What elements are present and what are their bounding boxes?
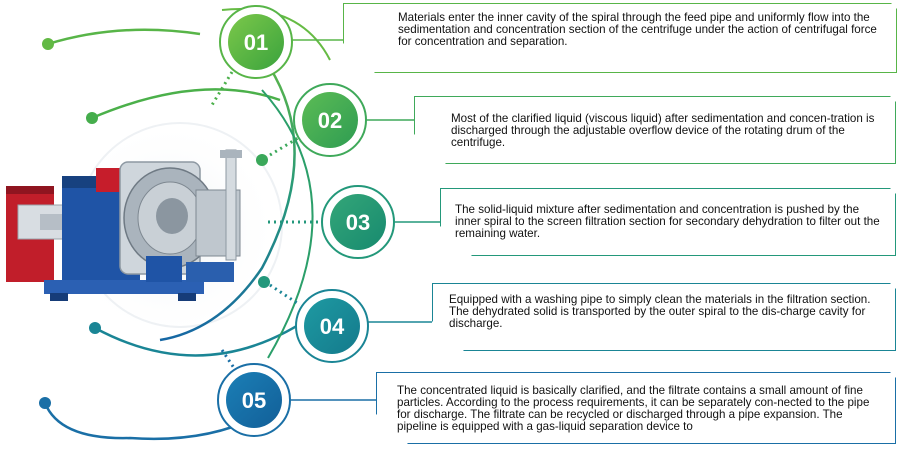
endpoint-dot-1 [42, 38, 54, 50]
centrifuge-machine-icon [6, 149, 242, 301]
step-circle-5: 05 [217, 363, 291, 437]
dotted-link-4 [269, 283, 301, 307]
step-circle-4: 04 [295, 289, 369, 363]
connector-arc-outer [261, 89, 314, 359]
connector-arc-1 [47, 28, 201, 46]
step-number-4: 04 [320, 314, 345, 339]
step-circle-1: 01 [219, 5, 293, 79]
step-text-4: Equipped with a washing pipe to simply c… [449, 294, 871, 330]
endpoint-dot-6 [39, 397, 51, 409]
step-description-5: The concentrated liquid is basically cla… [376, 372, 896, 444]
connector-arc-top [221, 8, 331, 61]
endpoint-dot-4 [258, 276, 270, 288]
endpoint-dot-5 [89, 322, 101, 334]
step-description-1: Materials enter the inner cavity of the … [343, 3, 897, 73]
step-description-3: The solid-liquid mixture after sedimenta… [440, 188, 896, 256]
dotted-link-1 [210, 71, 234, 106]
step-text-1: Materials enter the inner cavity of the … [398, 12, 877, 48]
step-circle-2: 02 [293, 83, 367, 157]
step-text-2: Most of the clarified liquid (viscous li… [451, 113, 875, 149]
endpoint-dot-2 [86, 112, 98, 124]
step-description-2: Most of the clarified liquid (viscous li… [414, 96, 896, 164]
step-number-1: 01 [244, 30, 268, 55]
step-text-5: The concentrated liquid is basically cla… [397, 385, 870, 433]
connector-arc-4 [94, 310, 319, 357]
endpoint-dot-3 [256, 154, 268, 166]
step-description-4: Equipped with a washing pipe to simply c… [432, 283, 896, 351]
step-number-3: 03 [346, 210, 370, 235]
step-text-3: The solid-liquid mixture after sedimenta… [455, 204, 880, 240]
step-circle-3: 03 [321, 185, 395, 259]
connector-arc-2 [91, 88, 281, 120]
step-number-5: 05 [242, 388, 266, 413]
connector-arc-3 [159, 47, 296, 342]
step-number-2: 02 [318, 108, 342, 133]
